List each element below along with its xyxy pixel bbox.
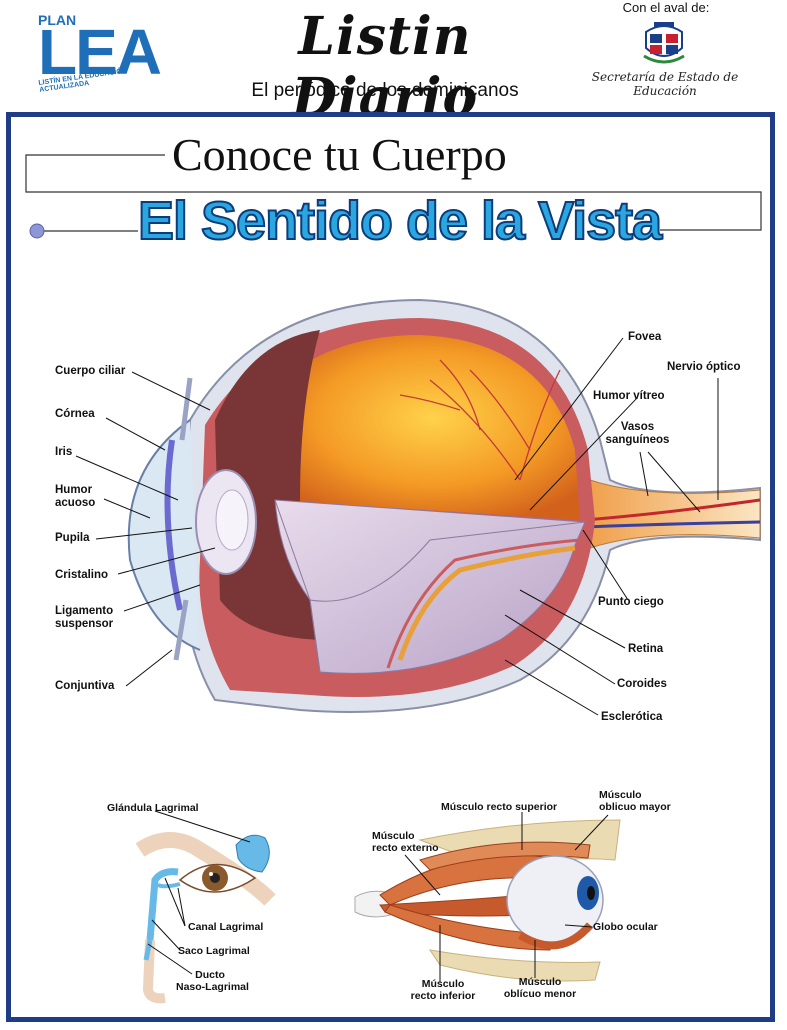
label-cuerpo-ciliar: Cuerpo ciliar (55, 365, 126, 377)
label-pupila: Pupila (55, 532, 90, 544)
plan-lea-logo: PLAN LEA LISTÍN EN LA EDUCACIÓN ACTUALIZ… (38, 6, 178, 94)
label-coroides: Coroides (617, 678, 667, 690)
label-nervio-optico: Nervio óptico (667, 361, 741, 373)
label-glandula-lagrimal: Glándula Lagrimal (107, 802, 199, 814)
label-canal-lagrimal: Canal Lagrimal (188, 921, 264, 933)
label-punto-ciego: Punto ciego (598, 596, 664, 608)
label-recto-externo-1: Músculo (372, 830, 415, 842)
newspaper-tagline: El periódico de los dominicanos (251, 80, 519, 101)
main-title: El Sentido de la Vista (137, 190, 663, 252)
endorsement-label: Con el aval de: (622, 0, 710, 15)
label-oblicuo-menor-1: Músculo (518, 976, 562, 988)
label-cristalino: Cristalino (55, 569, 109, 581)
label-ducto-2: Naso-Lagrimal (176, 981, 249, 993)
label-recto-inferior-1: Músculo (421, 978, 465, 990)
section-title: Conoce tu Cuerpo (172, 129, 507, 180)
label-oblicuo-mayor-2: oblicuo mayor (599, 801, 671, 813)
label-recto-superior: Músculo recto superior (441, 801, 558, 813)
label-ligamento-2: suspensor (55, 618, 114, 630)
label-oblicuo-menor-2: oblícuo menor (503, 988, 577, 1000)
label-vasos-1: Vasos (620, 421, 655, 433)
label-vasos-2: sanguíneos (605, 434, 670, 446)
label-saco-lagrimal: Saco Lagrimal (178, 945, 250, 957)
label-iris: Iris (55, 446, 73, 458)
label-conjuntiva: Conjuntiva (55, 680, 115, 692)
label-retina: Retina (628, 643, 664, 655)
label-fovea: Fovea (628, 331, 662, 343)
label-ducto-1: Ducto (195, 969, 225, 981)
label-recto-externo-2: recto externo (372, 842, 439, 854)
lea-word: LEA (38, 16, 162, 88)
label-ligamento-1: Ligamento (55, 605, 114, 617)
label-cornea: Córnea (55, 408, 95, 420)
label-recto-inferior-2: recto inferior (410, 990, 476, 1002)
label-oblicuo-mayor-1: Músculo (599, 789, 642, 801)
label-humor-acuoso-2: acuoso (55, 497, 96, 509)
label-globo-ocular: Globo ocular (593, 921, 658, 933)
plan-word: PLAN (38, 12, 77, 28)
label-esclerotica: Esclerótica (601, 711, 663, 723)
endorser-name: Secretaría de Estado de Educación (591, 70, 739, 98)
label-humor-acuoso-1: Humor (55, 484, 93, 496)
label-humor-vitreo: Humor vítreo (593, 390, 665, 402)
coat-of-arms-icon (643, 22, 685, 64)
